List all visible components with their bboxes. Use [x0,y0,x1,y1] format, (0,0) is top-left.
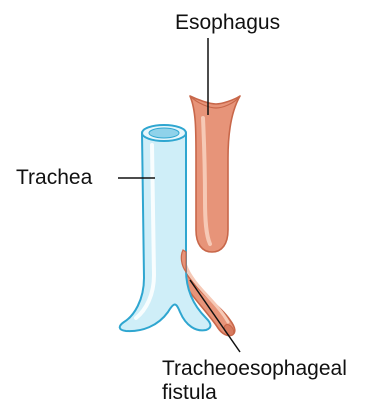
upper-esophagus-pouch [190,96,240,252]
trachea-label: Trachea [16,166,92,190]
fistula-label-line1: Tracheoesophageal [162,357,347,381]
trachea-lumen [149,128,179,138]
fistula-label-line2: fistula [162,381,217,405]
esophagus-label: Esophagus [175,11,280,35]
upper-esophagus-body [190,96,240,252]
